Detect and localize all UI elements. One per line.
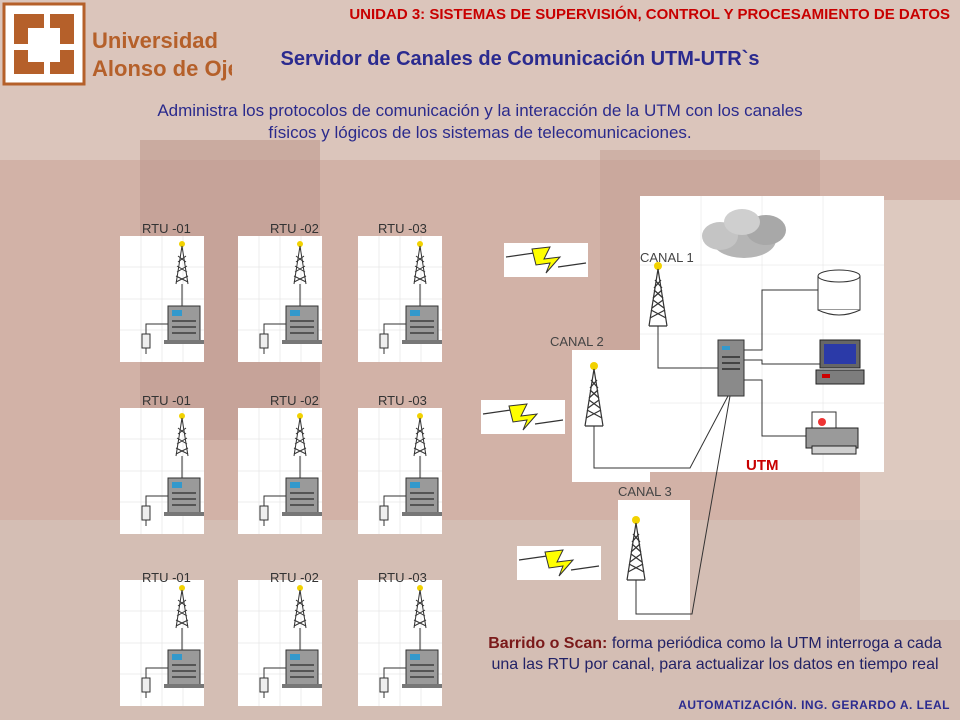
scan-note-bold: Barrido o Scan: [488,635,608,652]
rtu-device-icon [237,579,323,707]
unit-title: UNIDAD 3: SISTEMAS DE SUPERVISIÓN, CONTR… [349,6,950,23]
rtu-label: RTU -01 [142,570,191,585]
rtu-label: RTU -01 [142,393,191,408]
rtu-label: RTU -01 [142,221,191,236]
rtu-device-icon [357,407,443,535]
utm-label: UTM [746,457,779,474]
rtu-label: RTU -03 [378,570,427,585]
logo-mark-icon: Universidad Alonso de Ojeda [2,2,266,86]
lightning-link-icon [503,242,589,278]
rtu-device-icon [119,579,205,707]
rtu-label: RTU -03 [378,393,427,408]
computer-icon [815,339,865,385]
slide-title: Servidor de Canales de Comunicación UTM-… [280,48,760,70]
database-icon [817,269,861,316]
scan-note-text: forma periódica como la UTM interroga a … [491,635,942,673]
printer-icon [805,411,859,455]
intro-line2: físicos y lógicos de los sistemas de tel… [268,123,692,142]
rtu-label: RTU -02 [270,393,319,408]
rtu-label: RTU -03 [378,221,427,236]
channel-1-label: CANAL 1 [640,250,694,265]
rtu-device-icon [357,235,443,363]
utm-server-icon [717,339,745,397]
rtu-label: RTU -02 [270,221,319,236]
intro-text: Administra los protocolos de comunicació… [40,100,920,144]
channel-2-label: CANAL 2 [550,334,604,349]
logo-line1: Universidad [92,28,218,53]
rtu-device-icon [119,407,205,535]
rtu-device-icon [237,235,323,363]
scan-note: Barrido o Scan: forma periódica como la … [480,633,950,675]
lightning-link-icon [480,399,566,435]
rtu-device-icon [237,407,323,535]
footer-credit: AUTOMATIZACIÓN. ING. GERARDO A. LEAL [678,698,950,712]
rtu-label: RTU -02 [270,570,319,585]
rtu-device-icon [357,579,443,707]
university-logo: Universidad Alonso de Ojeda [0,0,266,92]
lightning-link-icon [516,545,602,581]
rtu-device-icon [119,235,205,363]
channel-3-label: CANAL 3 [618,484,672,499]
intro-line1: Administra los protocolos de comunicació… [157,101,803,120]
cloud-icon [702,209,786,258]
